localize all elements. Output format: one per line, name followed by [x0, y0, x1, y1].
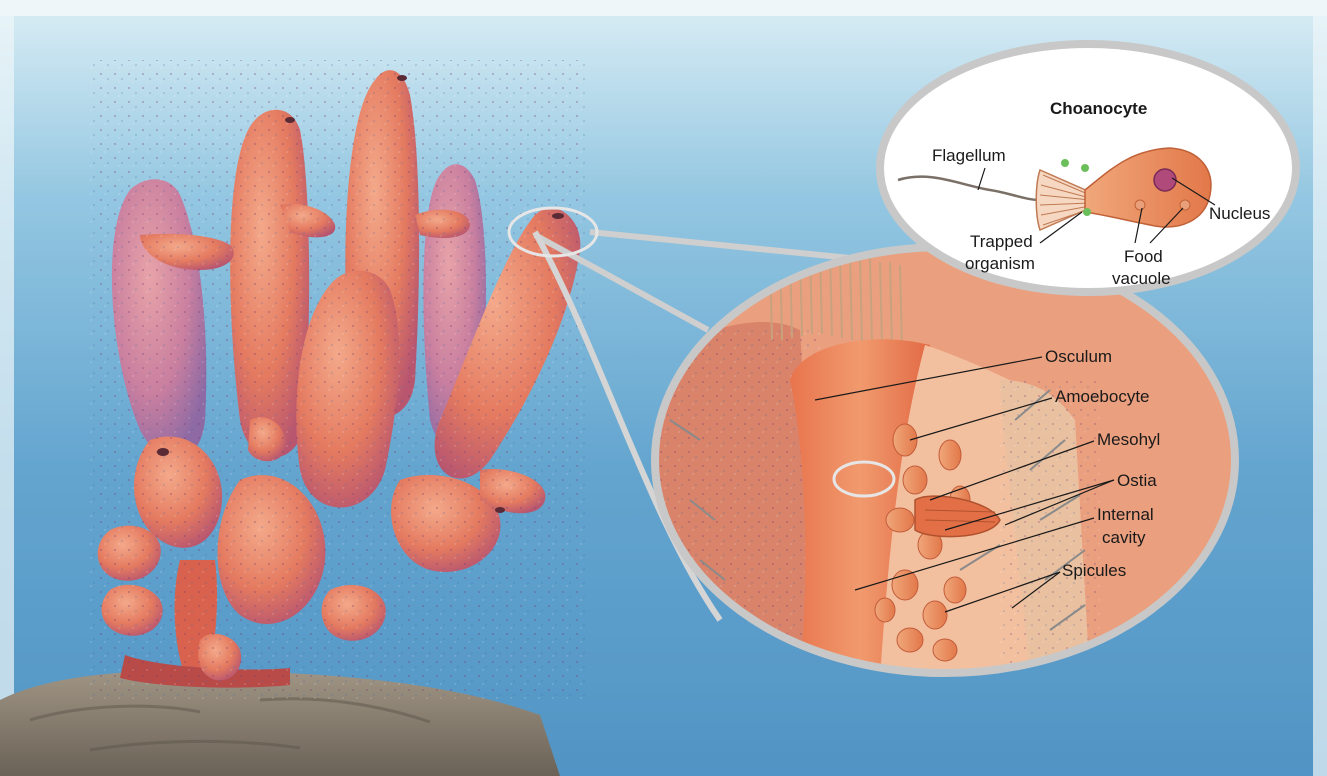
label-flagellum: Flagellum: [932, 146, 1006, 165]
choanocyte-lens: Choanocyte Flagellum Trapped organism Fo…: [880, 44, 1296, 292]
label-food-line1: Food: [1124, 247, 1163, 266]
label-nucleus: Nucleus: [1209, 204, 1270, 223]
choanocyte-title: Choanocyte: [1050, 99, 1147, 118]
label-spicules: Spicules: [1062, 561, 1126, 580]
label-internal-line2: cavity: [1102, 528, 1146, 547]
label-ostia: Ostia: [1117, 471, 1157, 490]
nucleus: [1154, 169, 1176, 191]
label-mesohyl: Mesohyl: [1097, 430, 1160, 449]
label-amoebocyte: Amoebocyte: [1055, 387, 1150, 406]
label-food-line2: vacuole: [1112, 269, 1171, 288]
trapped-organism: [1061, 159, 1069, 167]
label-internal-line1: Internal: [1097, 505, 1154, 524]
label-trapped-line2: organism: [965, 254, 1035, 273]
label-trapped-line1: Trapped: [970, 232, 1033, 251]
label-osculum: Osculum: [1045, 347, 1112, 366]
sponge-colony: [90, 60, 590, 700]
